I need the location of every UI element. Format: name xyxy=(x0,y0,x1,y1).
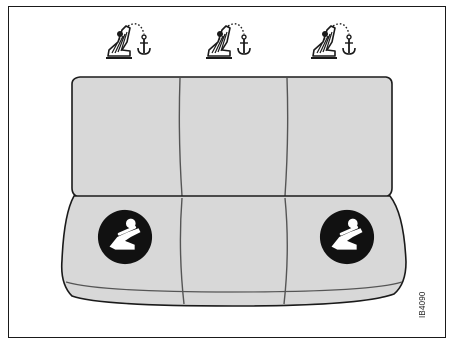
cushion-seam-right xyxy=(283,197,288,305)
figure-frame xyxy=(8,6,446,338)
cushion-seam-left xyxy=(179,197,185,305)
backrest-seam-left xyxy=(178,77,183,197)
seat-backrest xyxy=(71,76,393,198)
child-seat-icon-right xyxy=(318,208,376,266)
child-seat-anchor-icon-left xyxy=(105,22,151,59)
figure-code: IB4090 xyxy=(418,291,427,318)
child-seat-icon-left xyxy=(96,208,154,266)
anchor-icons xyxy=(105,22,356,59)
child-seat-anchor-icon-center xyxy=(205,22,251,59)
child-seat-anchor-icon-right xyxy=(310,22,356,59)
backrest-seam-right xyxy=(284,77,289,197)
